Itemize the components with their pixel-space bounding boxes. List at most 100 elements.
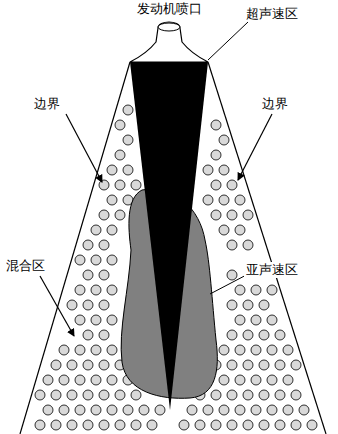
particle bbox=[131, 420, 141, 430]
particle bbox=[211, 420, 221, 430]
particle bbox=[299, 405, 309, 415]
particle bbox=[275, 420, 285, 430]
particle bbox=[187, 405, 197, 415]
particle bbox=[235, 375, 245, 385]
particle bbox=[43, 375, 53, 385]
particle bbox=[251, 375, 261, 385]
left-boundary bbox=[20, 62, 130, 434]
particle bbox=[243, 390, 253, 400]
particle bbox=[91, 405, 101, 415]
particle bbox=[43, 405, 53, 415]
particle bbox=[259, 300, 269, 310]
particle bbox=[99, 300, 109, 310]
particle bbox=[83, 390, 93, 400]
particle bbox=[35, 390, 45, 400]
particle bbox=[203, 165, 213, 175]
particle bbox=[227, 270, 237, 280]
particle bbox=[99, 270, 109, 280]
particle bbox=[251, 315, 261, 325]
region-label: 超声速区 bbox=[246, 6, 298, 22]
particle bbox=[227, 420, 237, 430]
particle bbox=[235, 195, 245, 205]
particle bbox=[243, 420, 253, 430]
particle bbox=[259, 390, 269, 400]
particle bbox=[67, 300, 77, 310]
particle bbox=[107, 285, 117, 295]
particle bbox=[179, 420, 189, 430]
particle bbox=[227, 210, 237, 220]
particle bbox=[59, 405, 69, 415]
arrow bbox=[66, 114, 102, 182]
particle bbox=[211, 120, 221, 130]
supersonic-region bbox=[130, 62, 208, 410]
particle bbox=[35, 420, 45, 430]
particle bbox=[259, 420, 269, 430]
particle bbox=[211, 210, 221, 220]
particle bbox=[83, 420, 93, 430]
particle bbox=[99, 210, 109, 220]
particle bbox=[267, 315, 277, 325]
particle bbox=[219, 405, 229, 415]
particle bbox=[99, 240, 109, 250]
particle bbox=[67, 390, 77, 400]
particle bbox=[243, 330, 253, 340]
particle bbox=[235, 285, 245, 295]
particle bbox=[251, 345, 261, 355]
particle bbox=[59, 345, 69, 355]
particle bbox=[203, 405, 213, 415]
particle bbox=[219, 225, 229, 235]
particle bbox=[67, 360, 77, 370]
particle bbox=[107, 225, 117, 235]
particle bbox=[59, 375, 69, 385]
region-label: 混合区 bbox=[6, 258, 45, 274]
particle bbox=[227, 300, 237, 310]
particle bbox=[107, 195, 117, 205]
particle bbox=[91, 315, 101, 325]
particle bbox=[99, 330, 109, 340]
particle bbox=[259, 330, 269, 340]
particle bbox=[219, 165, 229, 175]
arrow bbox=[40, 276, 74, 336]
particle bbox=[235, 225, 245, 235]
particle bbox=[291, 390, 301, 400]
particle bbox=[227, 360, 237, 370]
engine-nozzle bbox=[130, 22, 208, 62]
particle bbox=[243, 240, 253, 250]
particle bbox=[227, 330, 237, 340]
particle bbox=[275, 390, 285, 400]
particle bbox=[275, 360, 285, 370]
particle bbox=[147, 420, 157, 430]
particle bbox=[123, 165, 133, 175]
particle bbox=[67, 420, 77, 430]
particle bbox=[75, 315, 85, 325]
particle bbox=[259, 360, 269, 370]
particle bbox=[99, 180, 109, 190]
particle bbox=[283, 375, 293, 385]
particle bbox=[75, 285, 85, 295]
particle bbox=[235, 405, 245, 415]
particle bbox=[219, 195, 229, 205]
particle bbox=[115, 210, 125, 220]
particle bbox=[51, 360, 61, 370]
particle bbox=[75, 345, 85, 355]
particle bbox=[211, 390, 221, 400]
particle bbox=[283, 405, 293, 415]
particle bbox=[107, 255, 117, 265]
particle bbox=[131, 390, 141, 400]
particle bbox=[219, 375, 229, 385]
particle bbox=[195, 420, 205, 430]
particle bbox=[227, 390, 237, 400]
arrow bbox=[238, 114, 272, 180]
region-label: 边界 bbox=[262, 96, 288, 112]
particle bbox=[227, 180, 237, 190]
particle bbox=[283, 345, 293, 355]
particle bbox=[123, 405, 133, 415]
leader-line bbox=[208, 22, 248, 60]
particle bbox=[235, 315, 245, 325]
particle bbox=[115, 390, 125, 400]
particle bbox=[211, 150, 221, 160]
particle bbox=[203, 195, 213, 205]
particle bbox=[267, 285, 277, 295]
particle bbox=[51, 420, 61, 430]
